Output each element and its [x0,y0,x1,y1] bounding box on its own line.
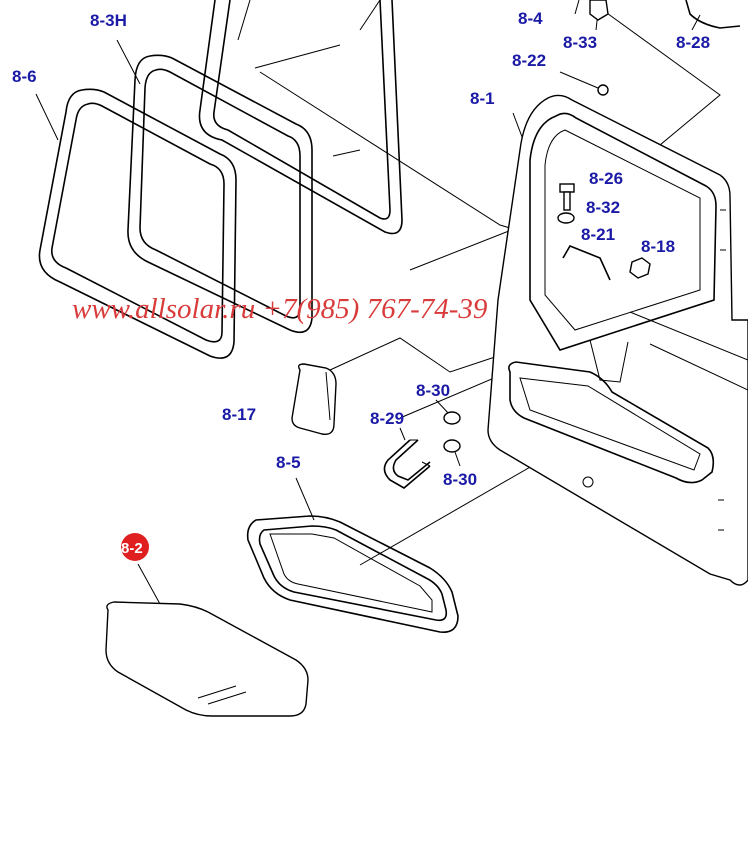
highlight-marker [121,533,149,561]
label-8-28: 8-28 [676,33,710,52]
label-8-26: 8-26 [589,169,623,188]
label-8-22: 8-22 [512,51,546,70]
clip-8-33 [589,0,609,21]
label-8-29: 8-29 [370,409,404,428]
glass-panel-8-2 [105,601,309,717]
label-8-4: 8-4 [518,9,543,28]
nut-8-22 [597,84,609,96]
rear-window-seal [198,0,403,235]
label-8-6: 8-6 [12,67,37,86]
label-8-33: 8-33 [563,33,597,52]
bolt-8-26 [559,183,575,211]
nut-8-18 [629,257,651,279]
strip-8-28 [685,0,741,29]
label-8-3h: 8-3H [90,11,127,30]
label-8-5: 8-5 [276,453,301,472]
label-8-17: 8-17 [222,405,256,424]
label-8-18: 8-18 [641,237,675,256]
label-8-2: 8-2 [121,540,143,557]
watermark-text: www.allsolar.ru +7(985) 767-74-39 [72,293,488,325]
nut-8-30-bottom [443,439,461,453]
label-8-32: 8-32 [586,198,620,217]
handle-8-17 [291,363,337,435]
door-frame-8-1 [487,94,748,586]
window-seal-8-3h [127,54,313,334]
glass-seal-8-5 [246,515,459,633]
rod-8-21 [562,245,611,281]
part-labels: 8-3H 8-6 8-4 8-33 8-28 8-22 8-1 8-26 8-3… [12,9,710,561]
label-8-21: 8-21 [581,225,615,244]
nut-8-30-top [443,411,461,425]
label-8-30-top: 8-30 [416,381,450,400]
label-8-1: 8-1 [470,89,495,108]
label-8-30-bottom: 8-30 [443,470,477,489]
u-bolt-8-29 [383,439,431,489]
window-seal-8-6 [38,88,237,359]
washer-8-32 [557,212,575,224]
